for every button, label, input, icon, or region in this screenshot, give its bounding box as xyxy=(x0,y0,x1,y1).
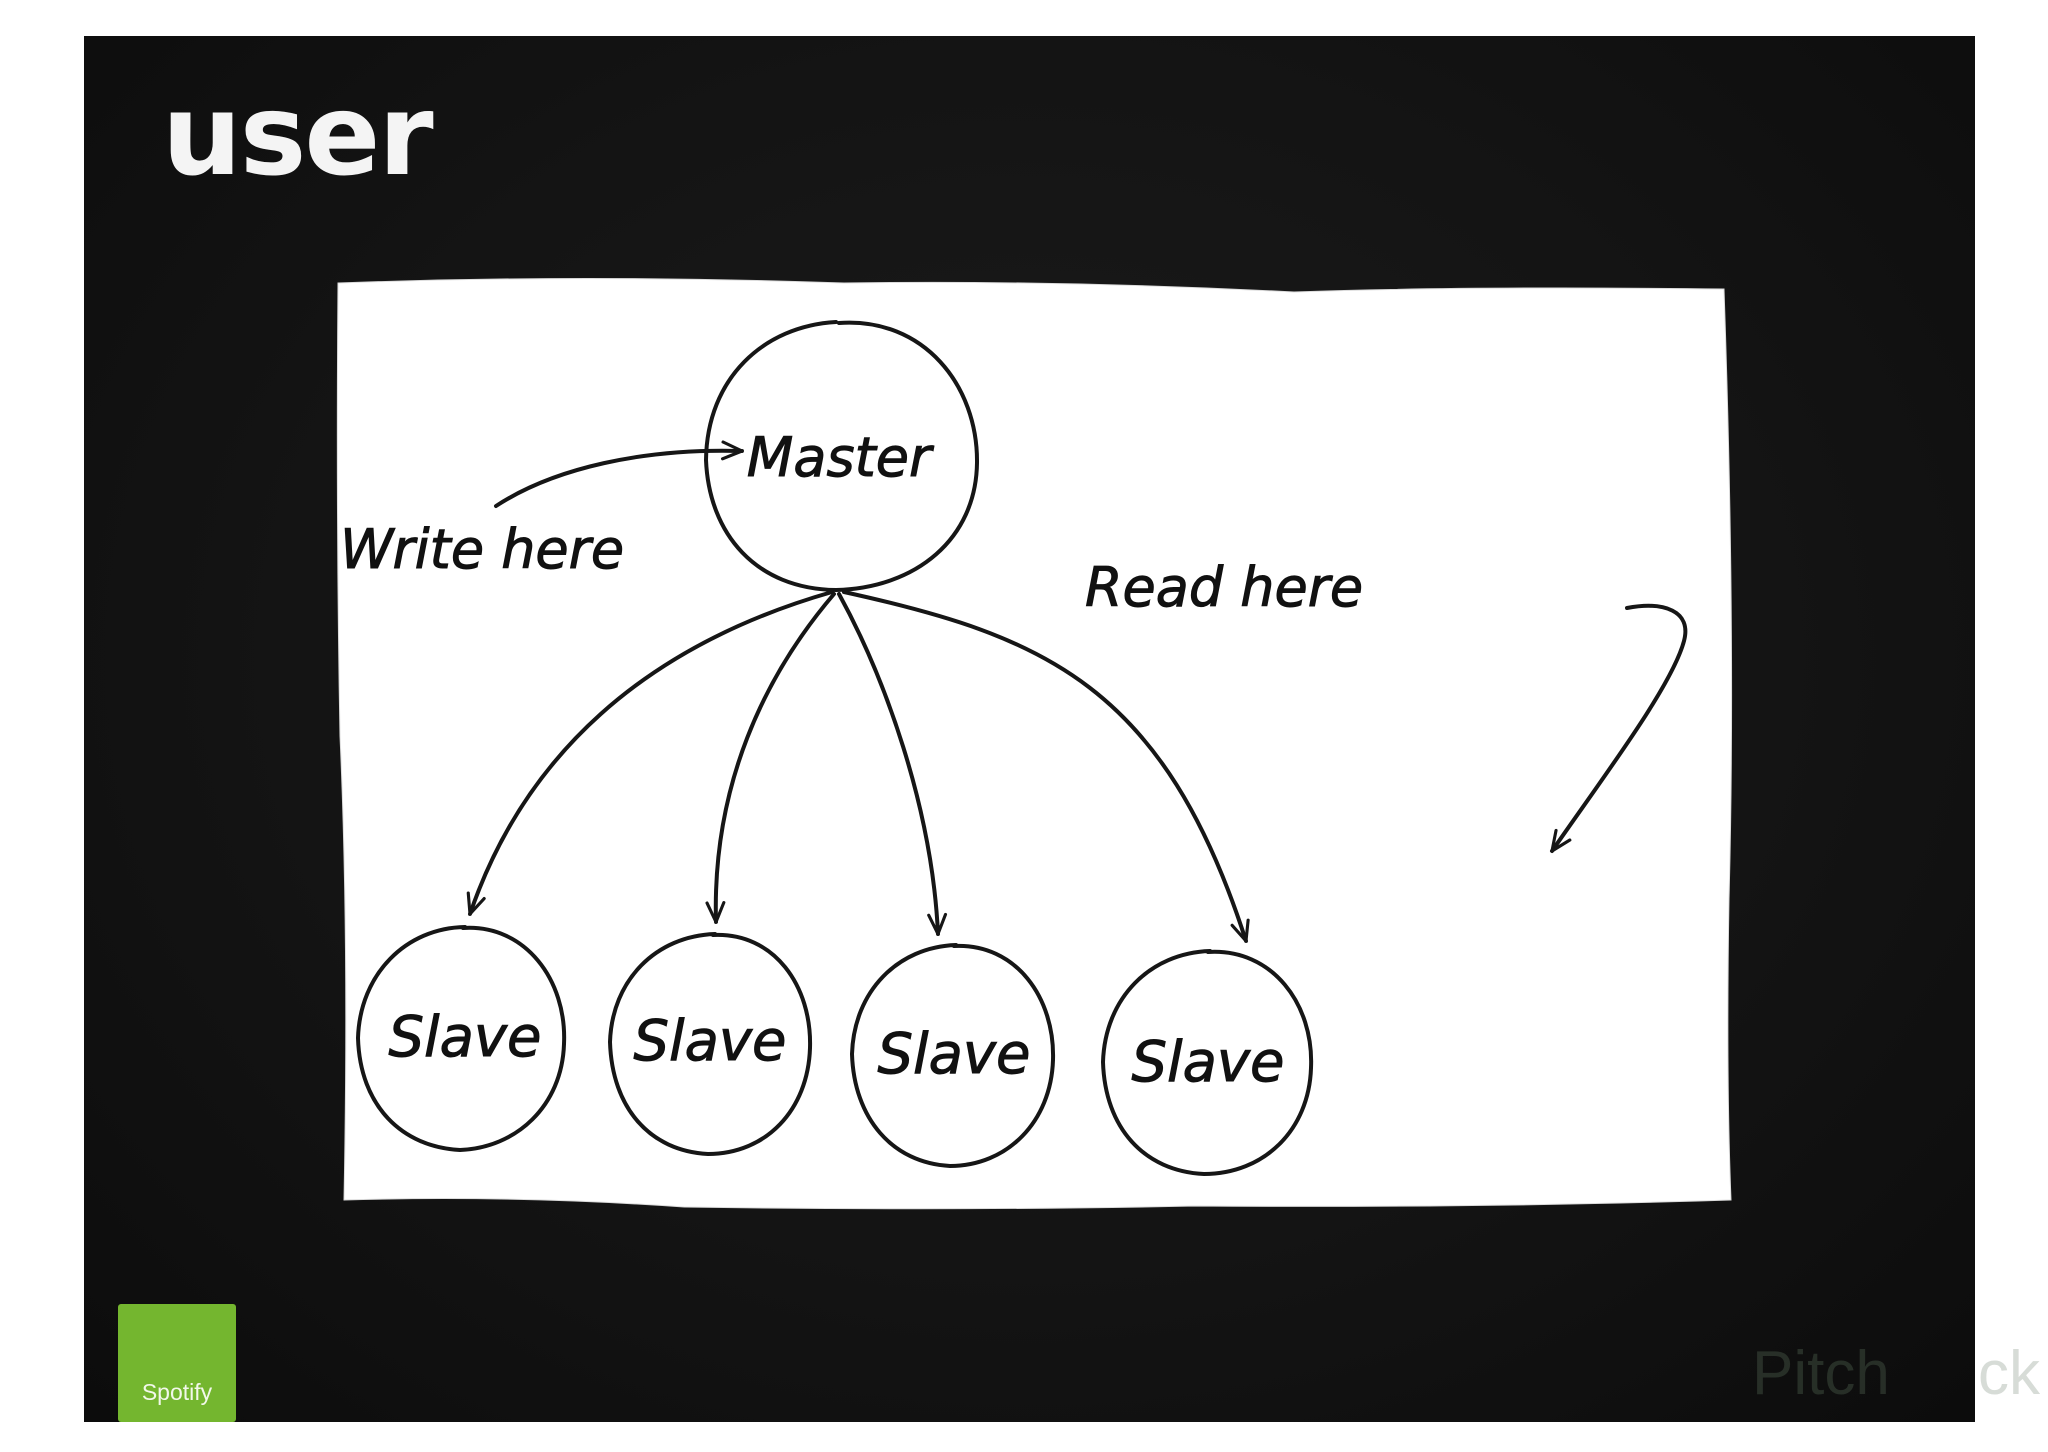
slave-label-3: Slave xyxy=(877,1022,1030,1087)
slave-label-2: Slave xyxy=(633,1009,786,1074)
edge-to-slave-3 xyxy=(837,592,948,936)
slave-label-4: Slave xyxy=(1131,1030,1284,1095)
slave-label-1: Slave xyxy=(388,1005,541,1070)
master-node: Master xyxy=(704,320,980,592)
read-arrow xyxy=(1550,603,1688,853)
slave-circle-4 xyxy=(1101,949,1314,1176)
edge-to-slave-1 xyxy=(466,590,834,916)
edge-to-slave-2 xyxy=(705,592,836,924)
slide: user Master Write here Read here xyxy=(84,36,1975,1422)
master-circle xyxy=(704,320,980,592)
watermark-tail: ck xyxy=(1978,1339,2040,1408)
slave-circle-1 xyxy=(356,925,567,1152)
read-label: Read here xyxy=(1085,556,1363,619)
write-arrow xyxy=(494,440,744,508)
write-label: Write here xyxy=(340,518,624,581)
slave-circle-3 xyxy=(850,943,1056,1168)
slave-node-3: Slave xyxy=(850,943,1056,1168)
spotify-logo-text: Spotify xyxy=(141,1379,213,1405)
paper-sheet xyxy=(336,278,1733,1210)
slave-node-1: Slave xyxy=(356,925,567,1152)
pitch-watermark: Pitch xyxy=(1752,1339,1890,1408)
edge-to-slave-4 xyxy=(842,590,1250,943)
diagram: Master Write here Read here Slave Slave … xyxy=(336,278,1733,1210)
slave-node-2: Slave xyxy=(608,932,813,1156)
master-label: Master xyxy=(747,426,934,489)
slide-title: user xyxy=(162,71,434,201)
spotify-logo: Spotify xyxy=(118,1304,236,1422)
slave-node-4: Slave xyxy=(1101,949,1314,1176)
slave-circle-2 xyxy=(608,932,813,1156)
edges xyxy=(466,590,1250,943)
